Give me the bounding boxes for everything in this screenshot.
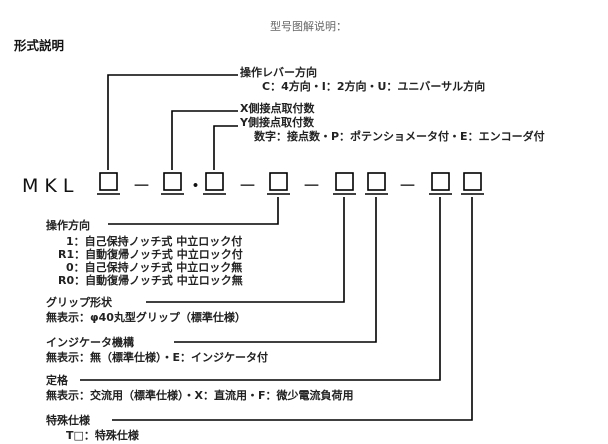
page-title: 形式説明 (14, 38, 64, 53)
label-rating-detail: 無表示：交流用（標準仕様）・X：直流用・F：微少電流負荷用 (46, 388, 354, 402)
leader-rating (80, 197, 441, 381)
code-dash: － (132, 175, 151, 197)
label-operation-direction-row: 0：自己保持ノッチ式 中立ロック無 (66, 260, 242, 274)
label-special-title: 特殊仕様 (46, 413, 91, 427)
leader-special (112, 197, 473, 421)
code-dash: － (398, 175, 417, 197)
code-dot: ・ (186, 175, 205, 197)
label-operation-direction-row: R1：自動復帰ノッチ式 中立ロック付 (58, 247, 243, 261)
slot-y-contacts (205, 172, 224, 191)
leader-indicator (174, 197, 377, 343)
code-dash: － (302, 175, 321, 197)
label-grip-shape-title: グリップ形状 (46, 295, 113, 309)
slot-x-contacts (163, 172, 182, 191)
slot-grip-shape (335, 172, 354, 191)
leader-y-contacts (213, 125, 238, 170)
label-rating-title: 定格 (46, 373, 69, 387)
leader-grip-shape (146, 197, 345, 303)
slot-indicator (367, 172, 386, 191)
label-xy-contacts-detail: 数字：接点数・P：ポテンショメータ付・E：エンコーダ付 (254, 129, 545, 143)
label-grip-shape-detail: 無表示：φ40丸型グリップ（標準仕様） (46, 310, 246, 324)
label-operation-direction-row: 1：自己保持ノッチ式 中立ロック付 (66, 234, 242, 248)
label-operation-direction-row: R0：自動復帰ノッチ式 中立ロック無 (58, 273, 243, 287)
slot-operation-lever (99, 172, 118, 191)
slot-rating (431, 172, 450, 191)
leader-operation-direction (108, 197, 279, 225)
leader-operation-lever (107, 74, 238, 170)
label-operation-lever-detail: C：4方向・I：2方向・U：ユニバーサル方向 (262, 79, 485, 93)
slot-operation-direction (269, 172, 288, 191)
label-indicator-title: インジケータ機構 (46, 335, 134, 349)
label-operation-direction-title: 操作方向 (46, 218, 90, 232)
label-indicator-detail: 無表示：無（標準仕様）・E：インジケータ付 (46, 350, 268, 364)
label-y-contacts: Y側接点取付数 (239, 115, 315, 129)
code-prefix: MKL (22, 175, 79, 197)
label-operation-lever-title: 操作レバー方向 (240, 65, 317, 79)
slot-special (463, 172, 482, 191)
header-caption: 型号图解说明： (270, 19, 347, 33)
code-dash: － (238, 175, 257, 197)
label-x-contacts: X側接点取付数 (240, 101, 315, 115)
label-special-detail: T□：特殊仕様 (66, 428, 140, 442)
leader-x-contacts (171, 110, 238, 170)
